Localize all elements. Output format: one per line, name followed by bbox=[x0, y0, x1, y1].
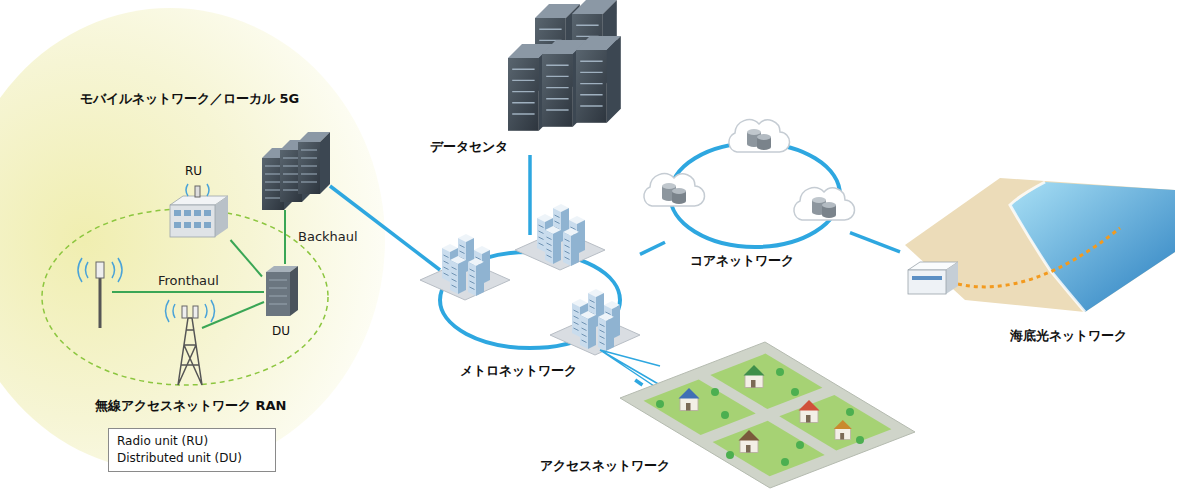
network-illustration bbox=[710, 354, 822, 410]
network-illustration bbox=[905, 178, 1175, 312]
ru-building bbox=[195, 186, 200, 197]
network-illustration bbox=[958, 228, 1120, 287]
network-illustration bbox=[550, 289, 640, 355]
tower-antenna bbox=[182, 306, 187, 318]
ru-building bbox=[215, 196, 228, 237]
network-illustration bbox=[834, 420, 852, 440]
network-illustration bbox=[799, 400, 820, 423]
node-label: データセンタ bbox=[430, 139, 508, 155]
tower-antenna bbox=[166, 300, 215, 322]
network-illustration bbox=[330, 186, 440, 270]
pole-antenna bbox=[78, 258, 122, 282]
network-illustration bbox=[779, 395, 891, 451]
network-illustration bbox=[1010, 182, 1175, 312]
network-illustration bbox=[202, 302, 264, 328]
network-illustration bbox=[420, 234, 510, 300]
trees bbox=[721, 411, 729, 419]
data-center-servers bbox=[576, 36, 621, 123]
tower-antenna bbox=[166, 300, 215, 385]
ru-building bbox=[204, 222, 211, 228]
network-illustration bbox=[739, 430, 760, 453]
node-label: Radio unit (RU) Distributed unit (DU) bbox=[117, 433, 267, 467]
network-illustration bbox=[679, 388, 700, 411]
network-illustration bbox=[298, 132, 330, 194]
trees bbox=[796, 441, 804, 449]
line-label: Fronthaul bbox=[158, 273, 219, 289]
network-illustration bbox=[794, 188, 855, 220]
ru-building bbox=[204, 210, 211, 216]
network-illustration bbox=[620, 342, 915, 488]
landing-station bbox=[912, 276, 942, 280]
network-illustration bbox=[739, 430, 760, 453]
legend-box: Radio unit (RU) Distributed unit (DU) bbox=[108, 428, 276, 472]
network-illustration bbox=[799, 400, 820, 423]
trees bbox=[781, 458, 789, 466]
network-link bbox=[850, 233, 900, 252]
ru-building bbox=[194, 222, 201, 228]
trees bbox=[856, 436, 864, 444]
ru-building bbox=[186, 184, 209, 196]
network-illustration bbox=[744, 365, 765, 388]
line-label-holder: Fronthaul bbox=[158, 270, 219, 289]
node-label: アクセスネットワーク bbox=[540, 458, 670, 474]
node-label: DU bbox=[272, 324, 290, 338]
node-label: モバイルネットワーク／ローカル 5G bbox=[80, 91, 299, 107]
trees bbox=[711, 388, 719, 396]
ru-building bbox=[170, 184, 228, 237]
du-cabinet bbox=[266, 266, 298, 316]
network-illustration bbox=[1010, 182, 1085, 312]
trees bbox=[726, 451, 734, 459]
trees bbox=[846, 408, 854, 416]
landing-station bbox=[908, 262, 958, 294]
network-link bbox=[528, 155, 532, 235]
node-label: 海底光ネットワーク bbox=[1010, 328, 1127, 344]
node-label: RU bbox=[185, 164, 202, 178]
ru-building bbox=[184, 222, 191, 228]
network-illustration bbox=[729, 120, 790, 152]
trees bbox=[656, 400, 664, 408]
node-label: メトロネットワーク bbox=[460, 363, 577, 379]
line-label: Backhaul bbox=[298, 229, 358, 245]
ru-building bbox=[174, 222, 181, 228]
network-link bbox=[231, 240, 262, 277]
tower-antenna bbox=[193, 306, 198, 318]
network-link bbox=[635, 380, 642, 385]
trees bbox=[776, 368, 784, 376]
ru-building bbox=[174, 210, 181, 216]
ru-building bbox=[184, 210, 191, 216]
trees bbox=[656, 368, 864, 466]
trees bbox=[791, 388, 799, 396]
network-illustration bbox=[679, 388, 700, 411]
network-illustration bbox=[284, 210, 286, 264]
node-label: コアネットワーク bbox=[690, 253, 794, 269]
landing-station bbox=[908, 270, 946, 294]
ru-building bbox=[194, 210, 201, 216]
network-illustration bbox=[744, 365, 765, 388]
ru-building bbox=[170, 205, 215, 237]
line-label-holder: Backhaul bbox=[298, 226, 358, 245]
network-illustration bbox=[834, 420, 852, 440]
pole-antenna bbox=[96, 262, 104, 278]
pole-antenna bbox=[78, 258, 122, 328]
data-center-servers bbox=[576, 36, 621, 123]
network-illustration bbox=[112, 291, 264, 293]
network-illustration bbox=[644, 174, 705, 206]
tower-antenna bbox=[178, 318, 202, 385]
network-link bbox=[640, 242, 665, 254]
outline-shape bbox=[0, 8, 385, 472]
du-cabinet bbox=[290, 266, 298, 316]
landing-station bbox=[946, 262, 958, 294]
du-cabinet bbox=[266, 272, 290, 316]
node-label: 無線アクセスネットワーク RAN bbox=[95, 398, 286, 414]
du-cabinet bbox=[269, 280, 287, 304]
